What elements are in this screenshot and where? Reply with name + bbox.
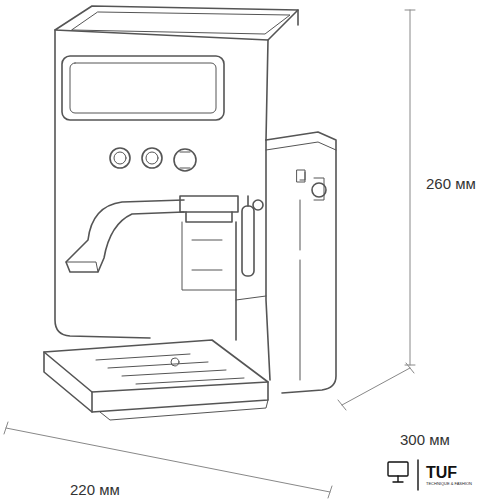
- watermark: TECHNIQUE & FASHION: [424, 482, 474, 486]
- dimension-label: 260 мм: [424, 176, 478, 193]
- dimension-label: 300 мм: [398, 432, 452, 449]
- watermark: TUF: [424, 464, 459, 482]
- dimension-label: 220 мм: [68, 482, 122, 499]
